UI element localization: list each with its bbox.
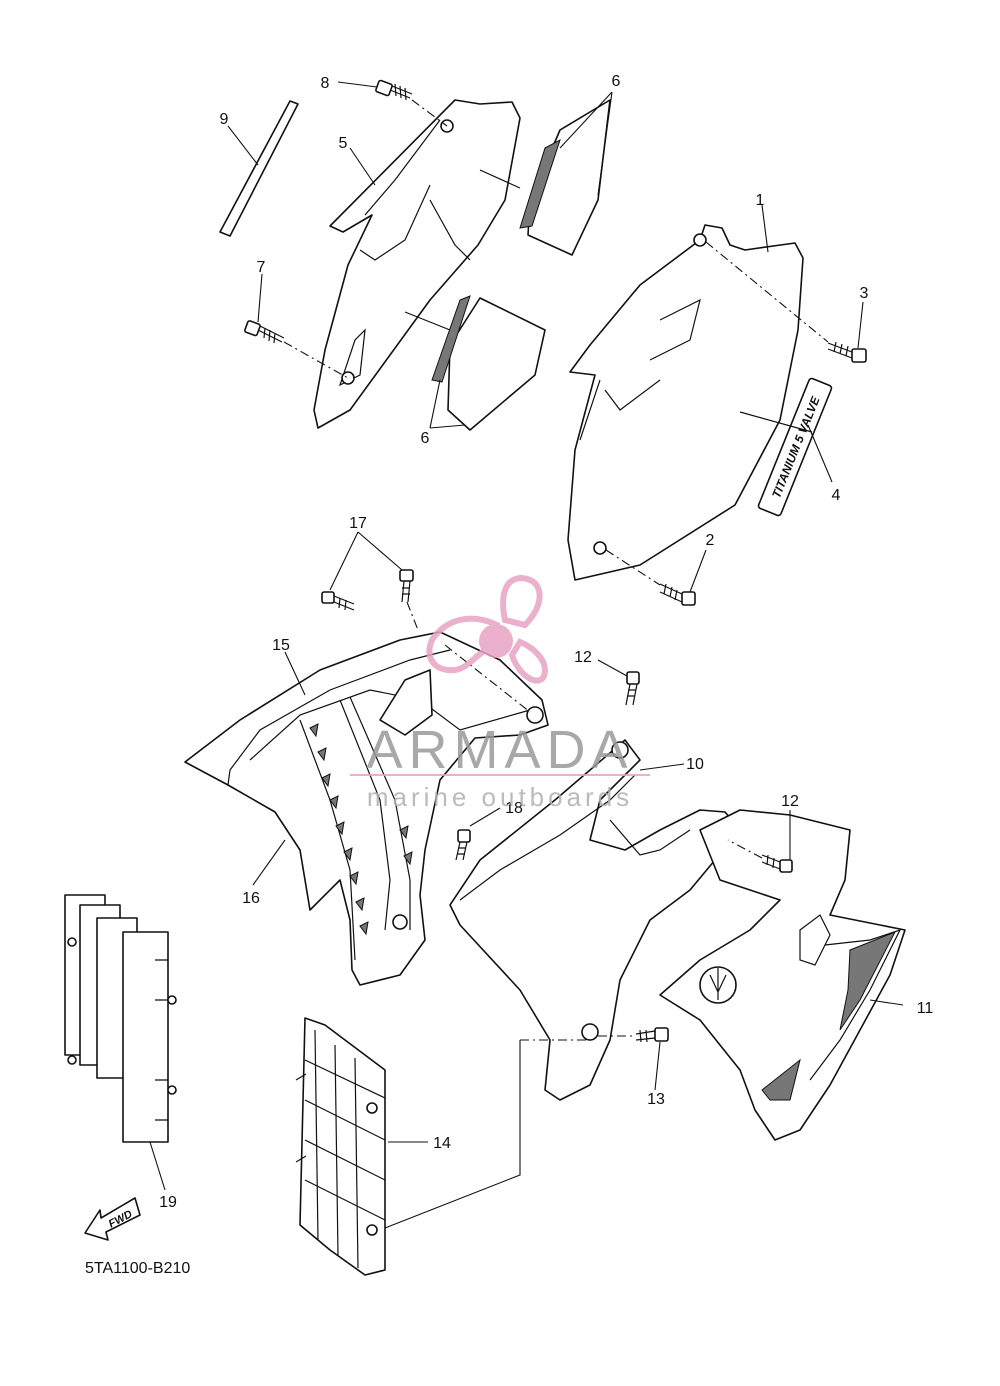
callout-3: 3 bbox=[860, 285, 869, 302]
callout-13: 13 bbox=[647, 1091, 665, 1108]
watermark: ARMADA marine outboards bbox=[350, 574, 650, 812]
watermark-brand: ARMADA bbox=[366, 720, 633, 780]
callout-2: 2 bbox=[706, 532, 715, 549]
part-17-bolt-a bbox=[321, 591, 355, 611]
callout-14: 14 bbox=[433, 1135, 451, 1152]
part-15-grille-teeth bbox=[309, 723, 413, 936]
part-12-bolt-b bbox=[761, 854, 793, 873]
callout-labels: 1 2 3 4 5 6 6 7 8 9 10 11 12 12 13 14 15… bbox=[159, 73, 933, 1211]
part-8-bolt bbox=[375, 79, 413, 101]
part-17-bolt-b bbox=[399, 569, 414, 603]
callout-19: 19 bbox=[159, 1194, 177, 1211]
callout-5: 5 bbox=[339, 135, 348, 152]
callout-18: 18 bbox=[505, 800, 523, 817]
propeller-logo-icon bbox=[426, 574, 549, 684]
part-18-bolt bbox=[455, 829, 471, 861]
part-1-side-cover-right bbox=[567, 224, 804, 581]
part-19-radiator-guard bbox=[64, 894, 177, 1143]
callout-16: 16 bbox=[242, 890, 260, 907]
callout-6-upper: 6 bbox=[612, 73, 621, 90]
callout-12-upper: 12 bbox=[574, 649, 592, 666]
watermark-tagline: marine outboards bbox=[367, 782, 633, 812]
part-9-decal-strip bbox=[219, 100, 299, 237]
part-2-bolt bbox=[659, 583, 696, 606]
diagram-code: 5TA1100-B210 bbox=[85, 1260, 190, 1277]
part-3-bolt bbox=[827, 341, 867, 363]
callout-11: 11 bbox=[917, 1000, 934, 1017]
callout-17: 17 bbox=[349, 515, 367, 532]
part-5-side-cover bbox=[313, 99, 521, 429]
fwd-arrow-icon: FWD bbox=[84, 1197, 141, 1241]
part-7-bolt bbox=[244, 320, 285, 344]
part-12-bolt-a bbox=[625, 671, 640, 706]
callout-9: 9 bbox=[220, 111, 229, 128]
callout-7: 7 bbox=[257, 259, 266, 276]
callout-8: 8 bbox=[321, 75, 330, 92]
callout-15: 15 bbox=[272, 637, 290, 654]
part-11-radiator-shroud-right bbox=[659, 809, 906, 1141]
part-14-louver bbox=[295, 1017, 386, 1276]
callout-6-lower: 6 bbox=[421, 430, 430, 447]
callout-12-lower: 12 bbox=[781, 793, 799, 810]
callout-4: 4 bbox=[832, 487, 841, 504]
callout-1: 1 bbox=[756, 192, 765, 209]
callout-10: 10 bbox=[686, 756, 704, 773]
part-13-bolt bbox=[635, 1027, 669, 1043]
